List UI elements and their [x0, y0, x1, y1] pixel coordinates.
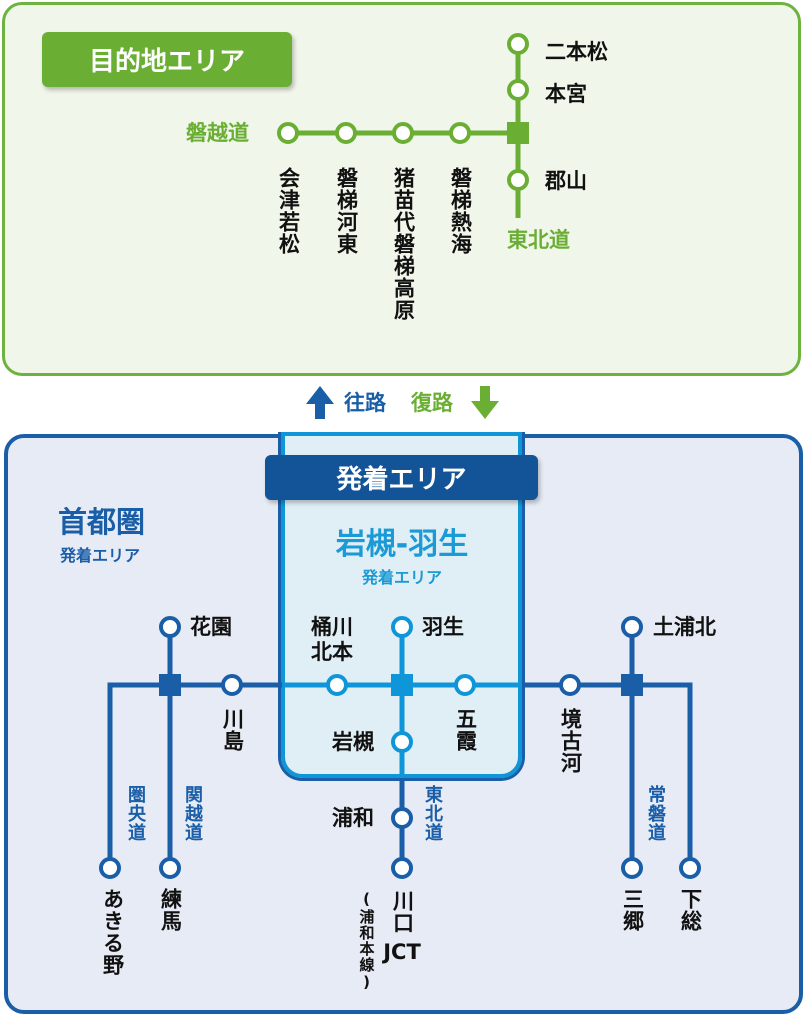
departure-area-title: 発着エリア [265, 455, 538, 500]
station-kawajima: 川島 [220, 708, 245, 752]
station-bandai-kawahigashi: 磐梯河東 [334, 167, 359, 255]
station-iwatsuki: 岩槻 [332, 730, 374, 754]
station-node [449, 122, 471, 144]
metro-area-sub: 発着エリア [60, 546, 141, 565]
outbound-label: 往路 [344, 391, 386, 415]
station-kawaguchi-note: (浦和本線) [357, 890, 376, 992]
station-hanazono: 花園 [190, 615, 232, 639]
destination-area-title: 目的地エリア [42, 32, 292, 87]
station-koriyama: 郡山 [545, 169, 587, 193]
station-node [507, 79, 529, 101]
station-inawashiro-bandai-kogen: 猪苗代磐梯高原 [391, 167, 416, 321]
station-node [221, 674, 243, 696]
station-urawa: 浦和 [332, 806, 374, 830]
station-node [679, 857, 701, 879]
road-kanetsu-label: 関越道 [182, 785, 203, 842]
station-kawaguchi-jct: JCT [383, 940, 421, 964]
station-nihonmatsu: 二本松 [545, 40, 608, 64]
station-shimofusa: 下総 [678, 888, 703, 932]
station-aizuwakamatsu: 会津若松 [276, 167, 301, 255]
station-okegawa-kitamoto: 桶川 北本 [311, 615, 353, 665]
road-tohoku-label: 東北道 [507, 228, 570, 252]
station-node [277, 122, 299, 144]
station-hanyu: 羽生 [422, 615, 464, 639]
station-node [507, 169, 529, 191]
station-node [391, 731, 413, 753]
station-goka: 五霞 [453, 708, 478, 752]
station-node [326, 674, 348, 696]
station-node [391, 807, 413, 829]
okegawa-line1: 桶川 [311, 615, 353, 639]
return-label: 復路 [411, 391, 453, 415]
junction-square [159, 674, 181, 696]
junction-square [391, 674, 413, 696]
station-node [391, 857, 413, 879]
road-tohoku-label-blue: 東北道 [422, 785, 443, 842]
station-akiruno: あきる野 [100, 888, 125, 976]
local-area-name: 岩槻-羽生 [335, 527, 469, 562]
station-node [391, 616, 413, 638]
local-area-sub: 発着エリア [361, 568, 443, 587]
down-arrow-icon [471, 386, 499, 419]
road-kenodo-label: 圏央道 [125, 785, 146, 842]
station-kawaguchi: 川口 [390, 890, 415, 934]
station-motomiya: 本宮 [545, 82, 587, 106]
junction-square [507, 122, 529, 144]
station-bandai-atami: 磐梯熱海 [448, 167, 473, 255]
up-arrow-icon [306, 386, 334, 419]
station-node [335, 122, 357, 144]
station-node [559, 674, 581, 696]
station-tsuchiura-kita: 土浦北 [653, 615, 716, 639]
station-node [99, 857, 121, 879]
station-misato: 三郷 [620, 888, 645, 932]
station-node [507, 33, 529, 55]
station-node [621, 857, 643, 879]
station-node [621, 616, 643, 638]
station-nerima: 練馬 [158, 888, 183, 932]
road-joban-label: 常磐道 [645, 785, 666, 842]
station-node [159, 616, 181, 638]
road-banetsu-label: 磐越道 [186, 121, 249, 145]
okegawa-line2: 北本 [311, 640, 353, 665]
station-node [454, 674, 476, 696]
junction-square [621, 674, 643, 696]
station-sakaikoga: 境古河 [558, 708, 583, 774]
station-node [392, 122, 414, 144]
station-node [159, 857, 181, 879]
metro-area-name: 首都圏 [58, 505, 146, 539]
